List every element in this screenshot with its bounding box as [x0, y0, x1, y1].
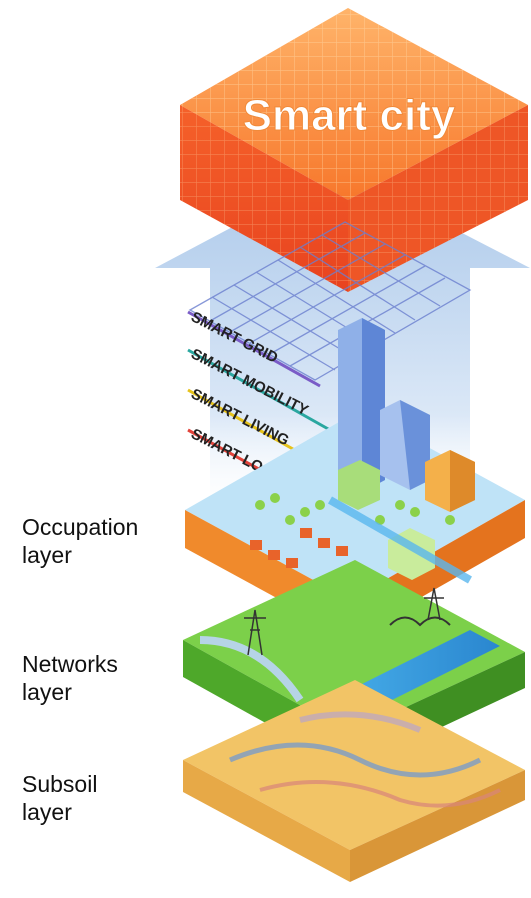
networks-top-face	[183, 560, 525, 733]
subsoil-layer-label: Subsoil layer	[22, 770, 97, 826]
blue-tower	[380, 400, 430, 490]
occupation-label-line1: Occupation	[22, 514, 139, 540]
networks-label-line2: layer	[22, 679, 72, 705]
canal	[328, 496, 472, 584]
road	[199, 636, 304, 703]
networks-label-line1: Networks	[22, 651, 118, 677]
bridge	[389, 616, 451, 627]
green-building	[338, 460, 380, 510]
subsoil-label-line1: Subsoil	[22, 771, 98, 797]
smart-city-block: Smart city	[180, 8, 528, 292]
orange-building	[425, 450, 475, 512]
soil-strata	[229, 742, 482, 778]
networks-layer-label: Networks layer	[22, 650, 118, 706]
power-pylon	[244, 587, 444, 656]
occupation-label-line2: layer	[22, 542, 72, 568]
trees	[255, 493, 455, 525]
occupation-layer-label: Occupation layer	[22, 513, 138, 569]
wireframe-grid	[188, 221, 472, 381]
houses	[250, 528, 348, 568]
smart-city-title: Smart city	[243, 91, 456, 140]
subsoil-layer-slab	[183, 680, 525, 882]
subsoil-label-line2: layer	[22, 799, 72, 825]
subsoil-left-face	[183, 760, 350, 882]
tall-tower	[338, 318, 385, 492]
